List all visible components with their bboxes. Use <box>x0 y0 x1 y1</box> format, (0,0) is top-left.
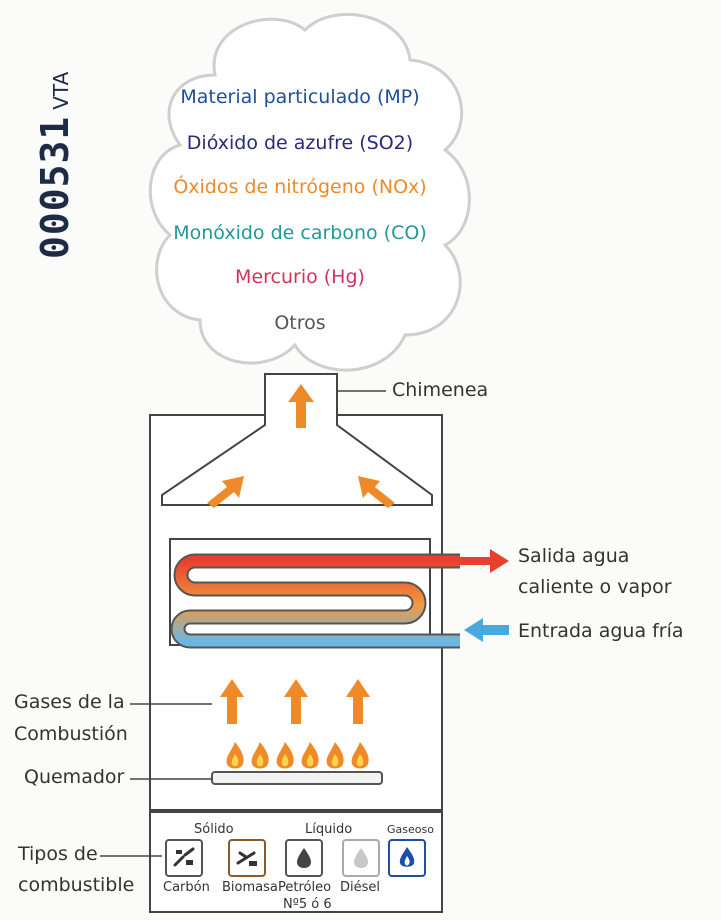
water-pipe <box>172 555 460 647</box>
up-right-arrow-icon <box>207 476 244 508</box>
oil-drop-icon <box>285 839 323 877</box>
chimney-label: Chimenea <box>392 379 489 401</box>
diesel-drop-icon <box>342 839 380 877</box>
up-arrow-icon <box>284 679 308 724</box>
fuel-group-solid: Sólido <box>194 822 234 837</box>
pollutant-item: Óxidos de nitrógeno (NOx) <box>173 176 427 198</box>
emissions-cloud <box>148 13 471 372</box>
flame-icon <box>326 742 344 769</box>
flame-icon <box>251 742 269 769</box>
flame-icon <box>351 742 369 769</box>
chimney <box>161 373 433 506</box>
pollutant-item: Dióxido de azufre (SO2) <box>186 132 414 154</box>
fuel-label-oil: Petróleo <box>278 880 332 895</box>
up-left-arrow-icon <box>358 476 395 508</box>
hot-water-arrow <box>460 549 509 573</box>
fuel-types-label-line2: combustible <box>18 874 135 896</box>
up-arrow-icon <box>220 679 244 724</box>
cold-water-label: Entrada agua fría <box>518 620 684 642</box>
gases-label-line2: Combustión <box>14 723 128 745</box>
fuel-label-biomass: Biomasa <box>222 880 278 895</box>
fuel-types-label-line1: Tipos de <box>18 843 98 865</box>
coal-icon <box>165 839 203 877</box>
flame-icon <box>276 742 294 769</box>
cold-water-arrow <box>464 618 509 642</box>
burner <box>211 771 383 785</box>
fuel-label-oil-grade: Nº5 ó 6 <box>283 897 332 912</box>
fuel-label-diesel: Diésel <box>340 880 381 895</box>
hot-water-label-line1: Salida agua <box>518 545 630 567</box>
flame-icon <box>226 742 244 769</box>
pollutant-item: Mercurio (Hg) <box>235 266 365 288</box>
gas-flame-icon <box>388 839 426 877</box>
biomass-icon <box>228 839 266 877</box>
pollutant-item: Material particulado (MP) <box>180 86 420 108</box>
fuel-label-coal: Carbón <box>163 880 210 895</box>
flame-icon <box>301 742 319 769</box>
pollutant-item: Otros <box>274 312 326 334</box>
up-arrow-icon <box>346 679 370 724</box>
up-arrow-icon <box>288 384 314 428</box>
pollutant-item: Monóxido de carbono (CO) <box>173 222 427 244</box>
gas-flow-arrows <box>207 384 395 724</box>
burner-flames <box>226 742 369 769</box>
hot-water-label-line2: caliente o vapor <box>518 576 672 598</box>
leader-lines <box>100 390 386 857</box>
gases-label-line1: Gases de la <box>14 691 125 713</box>
fuel-group-gas: Gaseoso <box>387 823 434 836</box>
burner-label: Quemador <box>24 766 125 788</box>
fuel-group-liquid: Líquido <box>305 822 353 837</box>
